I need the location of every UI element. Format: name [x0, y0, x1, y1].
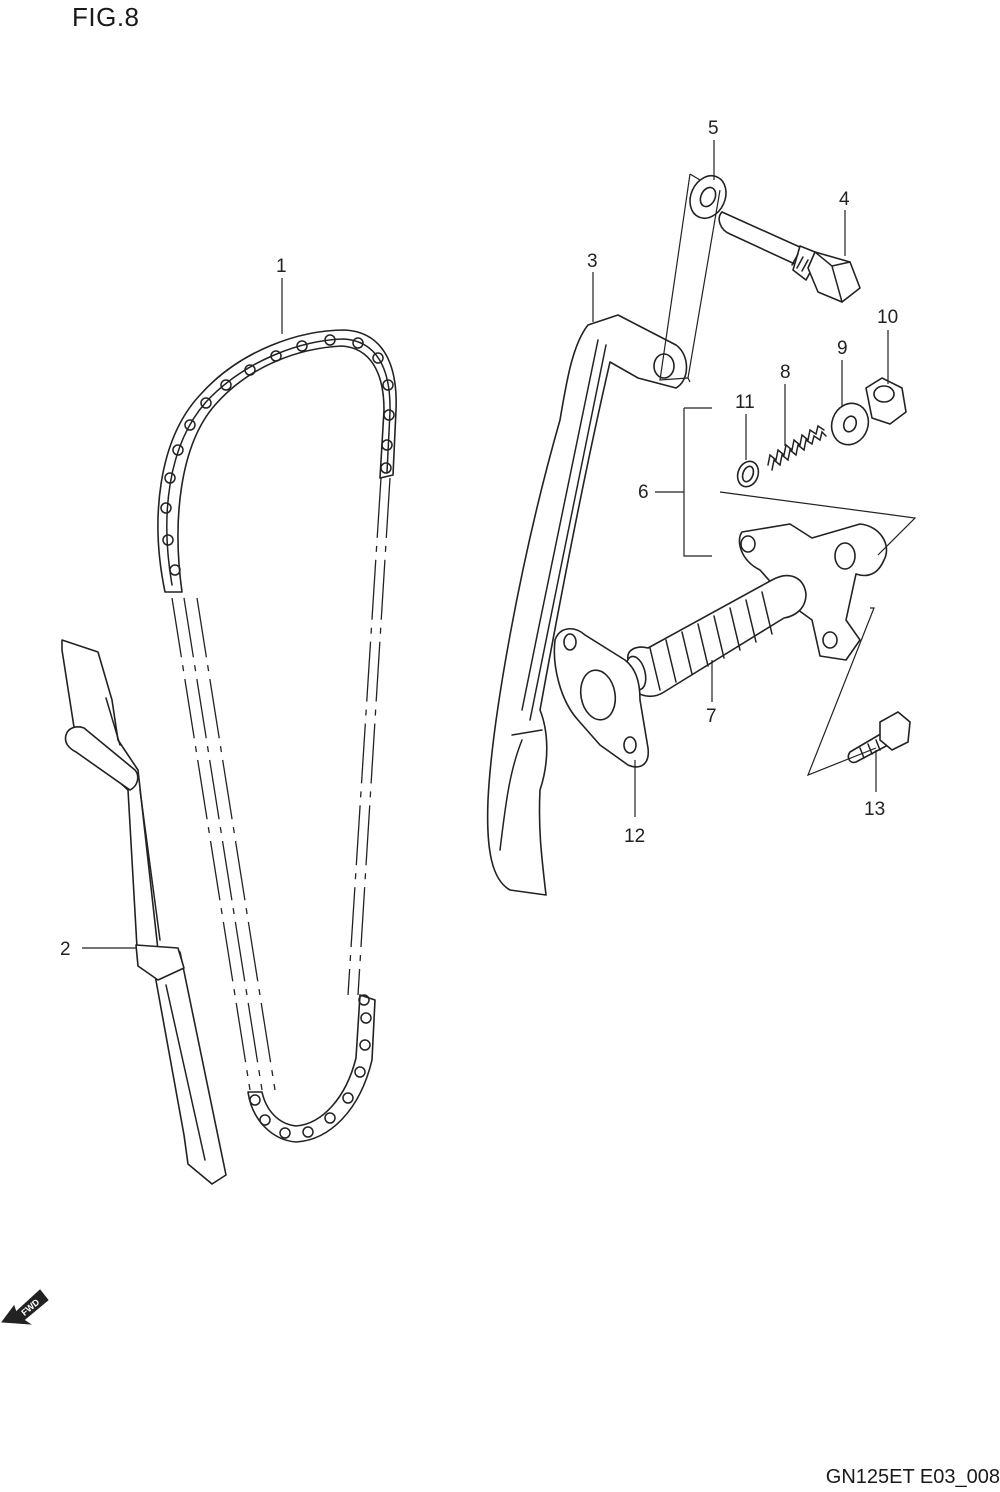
callout-1: 1 — [276, 256, 287, 277]
callout-3: 3 — [587, 251, 598, 272]
tensioner-gasket[interactable] — [553, 628, 650, 768]
callout-6: 6 — [638, 482, 649, 503]
cam-chain[interactable] — [157, 329, 397, 1143]
callout-2: 2 — [60, 939, 71, 960]
tensioner-washer[interactable] — [826, 398, 874, 450]
callout-11: 11 — [735, 392, 755, 413]
chain-links-top — [160, 334, 395, 586]
chain-links-bottom — [249, 994, 372, 1139]
callout-9: 9 — [837, 338, 848, 359]
leader-lines — [82, 140, 889, 949]
callout-numbers: 1 2 3 4 5 6 7 8 9 10 11 12 13 — [60, 118, 898, 960]
tensioner-adjuster[interactable] — [623, 523, 888, 698]
callout-7: 7 — [706, 706, 717, 727]
cap-nut[interactable] — [865, 377, 907, 425]
o-ring[interactable] — [734, 458, 762, 489]
figure-title: FIG.8 — [72, 2, 140, 32]
cam-chain-guide[interactable] — [61, 639, 227, 1185]
cam-chain-tensioner-arm[interactable] — [486, 314, 688, 896]
callout-8: 8 — [780, 362, 791, 383]
callout-10: 10 — [877, 307, 898, 328]
fwd-arrow-icon: FWD — [1, 1289, 49, 1325]
pivot-bolt[interactable] — [718, 211, 861, 303]
assembly-lines — [659, 173, 917, 777]
callout-4: 4 — [839, 189, 850, 210]
figure-code: GN125ET E03_008 — [825, 1466, 1000, 1488]
tensioner-spring[interactable] — [767, 424, 827, 471]
callout-12: 12 — [624, 826, 645, 847]
callout-5: 5 — [708, 118, 719, 139]
callout-13: 13 — [864, 799, 885, 820]
